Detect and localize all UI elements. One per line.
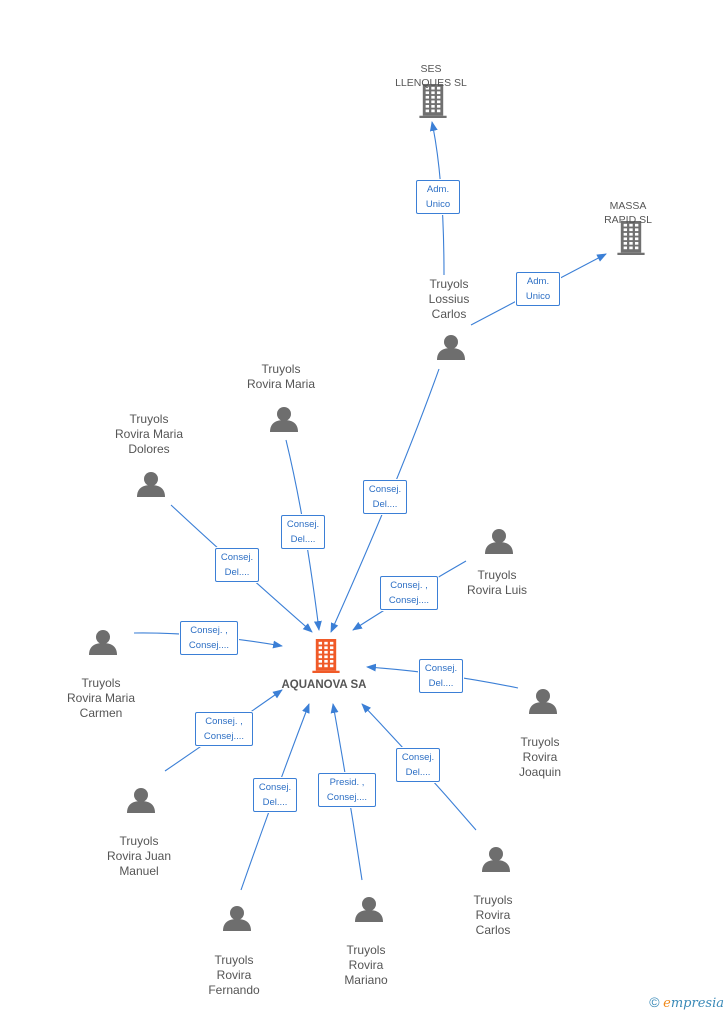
building-icon[interactable]: [419, 84, 447, 123]
person-name[interactable]: Truyols Rovira Maria: [246, 362, 315, 391]
company-name[interactable]: MASSA RAPID SL: [604, 200, 652, 226]
person-icon[interactable]: [269, 406, 299, 437]
person-icon[interactable]: [436, 334, 466, 365]
relation-badge[interactable]: Consej. , Consej....: [195, 712, 253, 746]
person-name[interactable]: Truyols Rovira Maria Dolores: [114, 412, 183, 456]
brand-logo: © empresia: [649, 994, 724, 1011]
person-icon[interactable]: [354, 896, 384, 927]
person-name[interactable]: Truyols Rovira Mariano: [344, 943, 388, 987]
relation-badge[interactable]: Consej. Del....: [281, 515, 325, 549]
building-icon[interactable]: [312, 639, 340, 678]
copyright-icon: ©: [649, 994, 660, 1010]
relation-badge[interactable]: Consej. Del....: [419, 659, 463, 693]
person-icon[interactable]: [126, 787, 156, 818]
relation-badge[interactable]: Consej. Del....: [396, 748, 440, 782]
person-name[interactable]: Truyols Lossius Carlos: [428, 277, 470, 321]
person-icon[interactable]: [484, 528, 514, 559]
brand-name: mpresia: [670, 996, 724, 1011]
person-name[interactable]: Truyols Rovira Luis: [466, 568, 528, 597]
relation-badge[interactable]: Consej. Del....: [253, 778, 297, 812]
person-name[interactable]: Truyols Rovira Maria Carmen: [66, 676, 135, 720]
building-icon[interactable]: [617, 221, 645, 260]
relation-badge[interactable]: Consej. , Consej....: [180, 621, 238, 655]
company-name[interactable]: SES LLENQUES SL: [395, 63, 467, 89]
person-icon[interactable]: [481, 846, 511, 877]
person-name[interactable]: Truyols Rovira Juan Manuel: [106, 834, 172, 878]
relation-badge[interactable]: Consej. Del....: [363, 480, 407, 514]
relation-badge[interactable]: Adm. Unico: [516, 272, 560, 306]
brand-initial: e: [663, 996, 671, 1011]
person-name[interactable]: Truyols Rovira Joaquin: [518, 735, 562, 779]
person-name[interactable]: Truyols Rovira Fernando: [208, 953, 260, 997]
relation-badge[interactable]: Consej. Del....: [215, 548, 259, 582]
center-company-name[interactable]: AQUANOVA SA: [281, 679, 367, 691]
person-icon[interactable]: [222, 905, 252, 936]
relation-badge[interactable]: Consej. , Consej....: [380, 576, 438, 610]
person-name[interactable]: Truyols Rovira Carlos: [473, 893, 513, 937]
person-icon[interactable]: [88, 629, 118, 660]
person-icon[interactable]: [136, 471, 166, 502]
relation-badge[interactable]: Adm. Unico: [416, 180, 460, 214]
relation-badge[interactable]: Presid. , Consej....: [318, 773, 376, 807]
person-icon[interactable]: [528, 688, 558, 719]
